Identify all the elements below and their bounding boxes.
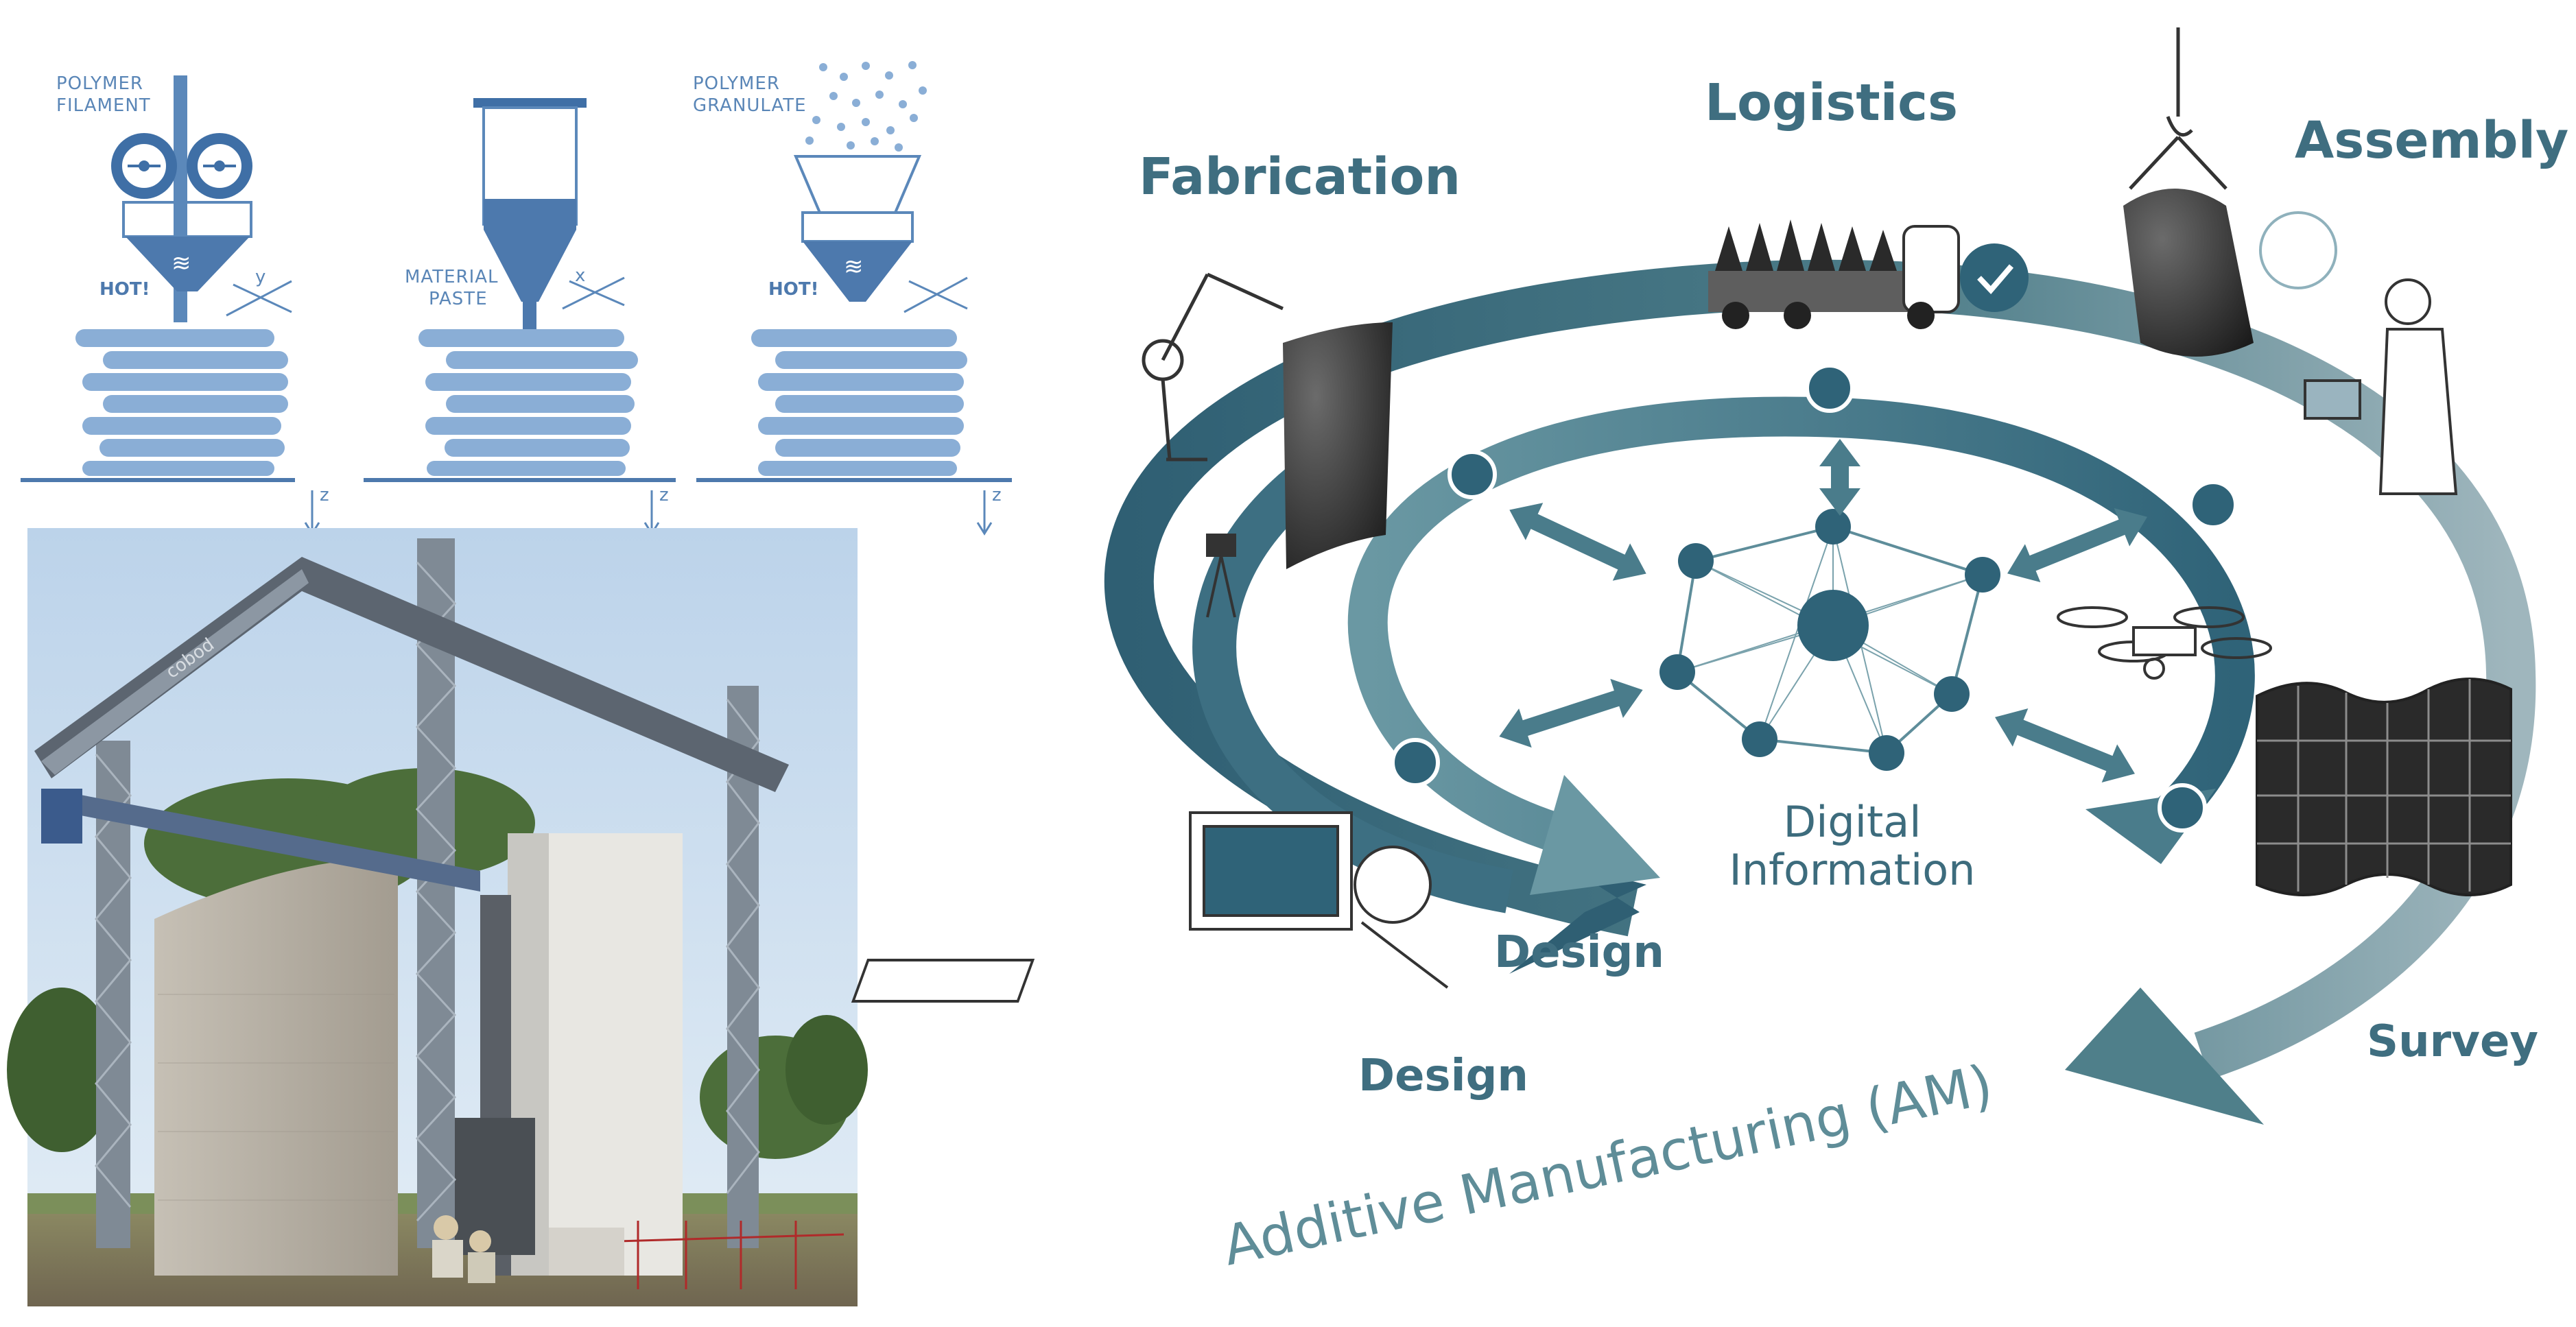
drone-icon bbox=[2057, 606, 2272, 680]
worker-with-tablet-icon bbox=[2259, 211, 2458, 495]
label-assembly: Assembly bbox=[2295, 111, 2568, 170]
paste-extrusion-process: MATERIAL PASTE x bbox=[405, 98, 638, 476]
label-design-inner: Design bbox=[1494, 927, 1664, 978]
gantry-beam bbox=[34, 557, 789, 792]
exchange-arrows bbox=[1499, 439, 2147, 783]
printed-layers-3 bbox=[751, 329, 967, 476]
print-head bbox=[41, 789, 82, 844]
hot-nozzle-icon bbox=[126, 237, 250, 291]
ring-nodes bbox=[1391, 363, 2238, 833]
paste-nozzle-icon bbox=[484, 230, 576, 302]
axis-z-3: z bbox=[992, 485, 1002, 505]
filament-extrusion-process: POLYMER FILAMENT ≋ HOT! bbox=[56, 73, 292, 476]
process-1-axis-y: y bbox=[255, 267, 266, 287]
site-fence bbox=[617, 1221, 844, 1289]
hot-nozzle-icon-3 bbox=[803, 241, 912, 302]
process-3-label-line1: POLYMER bbox=[693, 73, 780, 94]
xy-axes-icon-2 bbox=[562, 276, 625, 310]
surveyed-building-icon bbox=[2256, 678, 2512, 896]
fabricated-panel-icon bbox=[1283, 322, 1393, 569]
process-1-label-line1: POLYMER bbox=[56, 73, 143, 94]
camera-tripod-icon bbox=[1206, 534, 1236, 618]
label-survey: Survey bbox=[2367, 1016, 2538, 1067]
process-2-label-line1: MATERIAL bbox=[405, 267, 499, 287]
process-2-axis-x: x bbox=[575, 265, 586, 286]
z-axis-arrows bbox=[304, 490, 993, 536]
printing-processes-diagram: POLYMER FILAMENT ≋ HOT! bbox=[21, 61, 1012, 536]
worker-2 bbox=[469, 1230, 491, 1252]
process-3-label-line2: GRANULATE bbox=[693, 95, 807, 116]
axis-z-2: z bbox=[659, 485, 670, 505]
center-label-line2: Information bbox=[1729, 845, 1976, 895]
drive-gear-right-icon bbox=[187, 133, 252, 199]
label-fabrication: Fabrication bbox=[1139, 147, 1461, 206]
granulate-particles-icon bbox=[805, 61, 927, 152]
label-design-outer: Design bbox=[1358, 1051, 1528, 1101]
printed-layers-1 bbox=[75, 329, 288, 476]
am-cycle-diagram: Fabrication Logistics Assembly Survey De… bbox=[851, 27, 2568, 1278]
printed-layers-2 bbox=[418, 329, 638, 476]
process-1-hot: HOT! bbox=[99, 279, 150, 300]
cycle-title: Additive Manufacturing (AM) bbox=[1218, 1053, 1998, 1278]
truck-icon bbox=[1708, 219, 1960, 329]
process-1-label-line2: FILAMENT bbox=[56, 95, 151, 116]
xy-axes-icon bbox=[226, 280, 292, 317]
process-2-label-line2: PASTE bbox=[429, 289, 488, 309]
worker-1 bbox=[434, 1215, 458, 1240]
digital-information-network bbox=[1659, 509, 2000, 771]
axis-z-1: z bbox=[320, 485, 330, 505]
construction-printer-photo: cobod bbox=[7, 528, 868, 1306]
heat-waves-icon: ≋ bbox=[172, 250, 192, 277]
granulate-extrusion-process: POLYMER GRANULATE ≋ HOT! bbox=[693, 61, 968, 476]
lifted-panel-icon bbox=[2123, 189, 2254, 357]
heat-waves-icon-3: ≋ bbox=[844, 253, 864, 280]
print-head-arm bbox=[48, 789, 480, 892]
designer-at-computer-icon bbox=[851, 811, 1449, 1003]
xy-axes-icon-3 bbox=[903, 276, 968, 313]
label-logistics: Logistics bbox=[1705, 73, 1958, 132]
center-label-line1: Digital bbox=[1783, 797, 1921, 847]
crane-hook-icon bbox=[2129, 27, 2228, 190]
robot-arm-icon bbox=[1142, 272, 1284, 462]
process-3-hot: HOT! bbox=[768, 279, 818, 300]
printed-concrete-wall bbox=[154, 857, 398, 1276]
drive-gear-left-icon bbox=[111, 133, 177, 199]
checkmark-icon bbox=[1960, 243, 2029, 312]
